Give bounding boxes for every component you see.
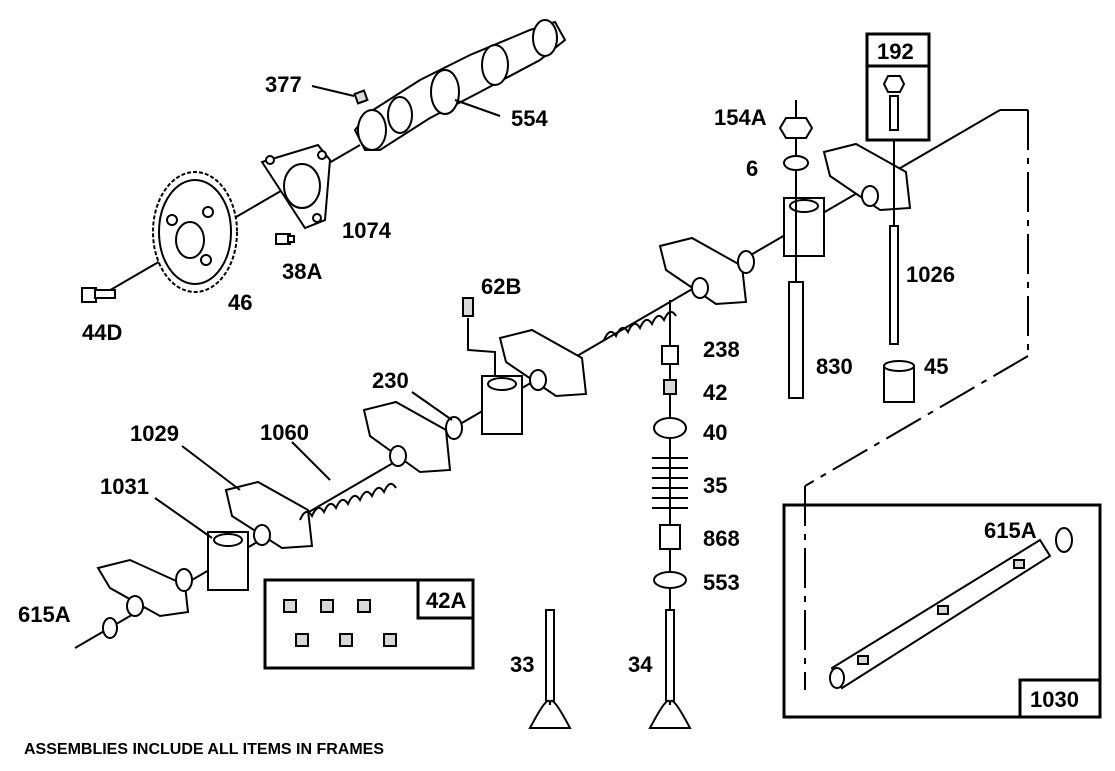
label-238: 238 bbox=[703, 337, 740, 362]
spring-upper bbox=[603, 310, 677, 341]
label-62B: 62B bbox=[481, 274, 521, 299]
valve-spring-35 bbox=[652, 457, 688, 509]
footnote-text: ASSEMBLIES INCLUDE ALL ITEMS IN FRAMES bbox=[24, 741, 384, 758]
cap-238 bbox=[661, 345, 679, 365]
label-1074: 1074 bbox=[342, 218, 392, 243]
stud-830 bbox=[788, 281, 804, 399]
camshaft-554 bbox=[353, 19, 567, 151]
label-6: 6 bbox=[746, 156, 758, 181]
label-34: 34 bbox=[628, 652, 653, 677]
washer-230 bbox=[445, 416, 463, 440]
keeper-42 bbox=[663, 379, 677, 395]
rocker-arm-62B bbox=[498, 328, 588, 398]
support-1031 bbox=[207, 531, 249, 591]
label-377: 377 bbox=[265, 72, 302, 97]
nut-154A bbox=[778, 100, 814, 290]
rocker-arm-mid bbox=[362, 400, 452, 474]
label-192: 192 bbox=[877, 39, 914, 64]
label-830: 830 bbox=[816, 354, 853, 379]
label-1031: 1031 bbox=[100, 474, 149, 499]
label-35: 35 bbox=[703, 473, 727, 498]
label-42A: 42A bbox=[426, 588, 466, 613]
label-46: 46 bbox=[228, 290, 252, 315]
label-33: 33 bbox=[510, 652, 534, 677]
support-center bbox=[481, 375, 523, 435]
bolt-38A bbox=[275, 233, 295, 245]
key-377 bbox=[311, 85, 369, 105]
washer-553 bbox=[653, 571, 687, 589]
guide-868 bbox=[659, 524, 681, 550]
valve-33 bbox=[528, 609, 572, 729]
setscrew-62B bbox=[462, 297, 496, 376]
rocker-arm-upper bbox=[658, 236, 748, 306]
label-154A: 154A bbox=[714, 105, 767, 130]
rocker-arm-left bbox=[96, 558, 190, 618]
spring-1060 bbox=[299, 482, 397, 521]
label-40: 40 bbox=[703, 420, 727, 445]
washer-upper bbox=[737, 250, 755, 274]
cam-gear-46 bbox=[152, 171, 238, 293]
gasket-plate-1074 bbox=[260, 143, 332, 230]
label-615A-right: 615A bbox=[984, 518, 1037, 543]
label-44D: 44D bbox=[82, 320, 122, 345]
frame-1030-dashed-connector bbox=[804, 109, 1029, 690]
label-42: 42 bbox=[703, 380, 727, 405]
label-554: 554 bbox=[511, 106, 548, 131]
label-1026: 1026 bbox=[906, 262, 955, 287]
label-1060: 1060 bbox=[260, 420, 309, 445]
frame-192 bbox=[865, 32, 931, 142]
leader-lines bbox=[154, 391, 453, 539]
bushing-45 bbox=[883, 360, 915, 403]
retainer-40 bbox=[653, 417, 687, 439]
pushrod-1026 bbox=[889, 140, 899, 345]
washer-6 bbox=[783, 155, 809, 171]
label-615A-left: 615A bbox=[18, 602, 71, 627]
frame-42A bbox=[263, 578, 475, 670]
label-1029: 1029 bbox=[130, 421, 179, 446]
washer-left bbox=[175, 568, 193, 592]
label-868: 868 bbox=[703, 526, 740, 551]
leader-554 bbox=[454, 99, 501, 117]
label-1030: 1030 bbox=[1030, 687, 1079, 712]
valve-34 bbox=[648, 609, 692, 729]
rocker-arm-1029 bbox=[224, 480, 314, 550]
label-45: 45 bbox=[924, 354, 948, 379]
label-38A: 38A bbox=[282, 259, 322, 284]
label-230: 230 bbox=[372, 368, 409, 393]
label-553: 553 bbox=[703, 570, 740, 595]
rocker-arm-right bbox=[822, 142, 912, 212]
clip-615A-left bbox=[102, 617, 118, 639]
frame-1030 bbox=[782, 503, 1102, 719]
support-right bbox=[783, 197, 825, 257]
bolt-44D bbox=[81, 287, 116, 303]
